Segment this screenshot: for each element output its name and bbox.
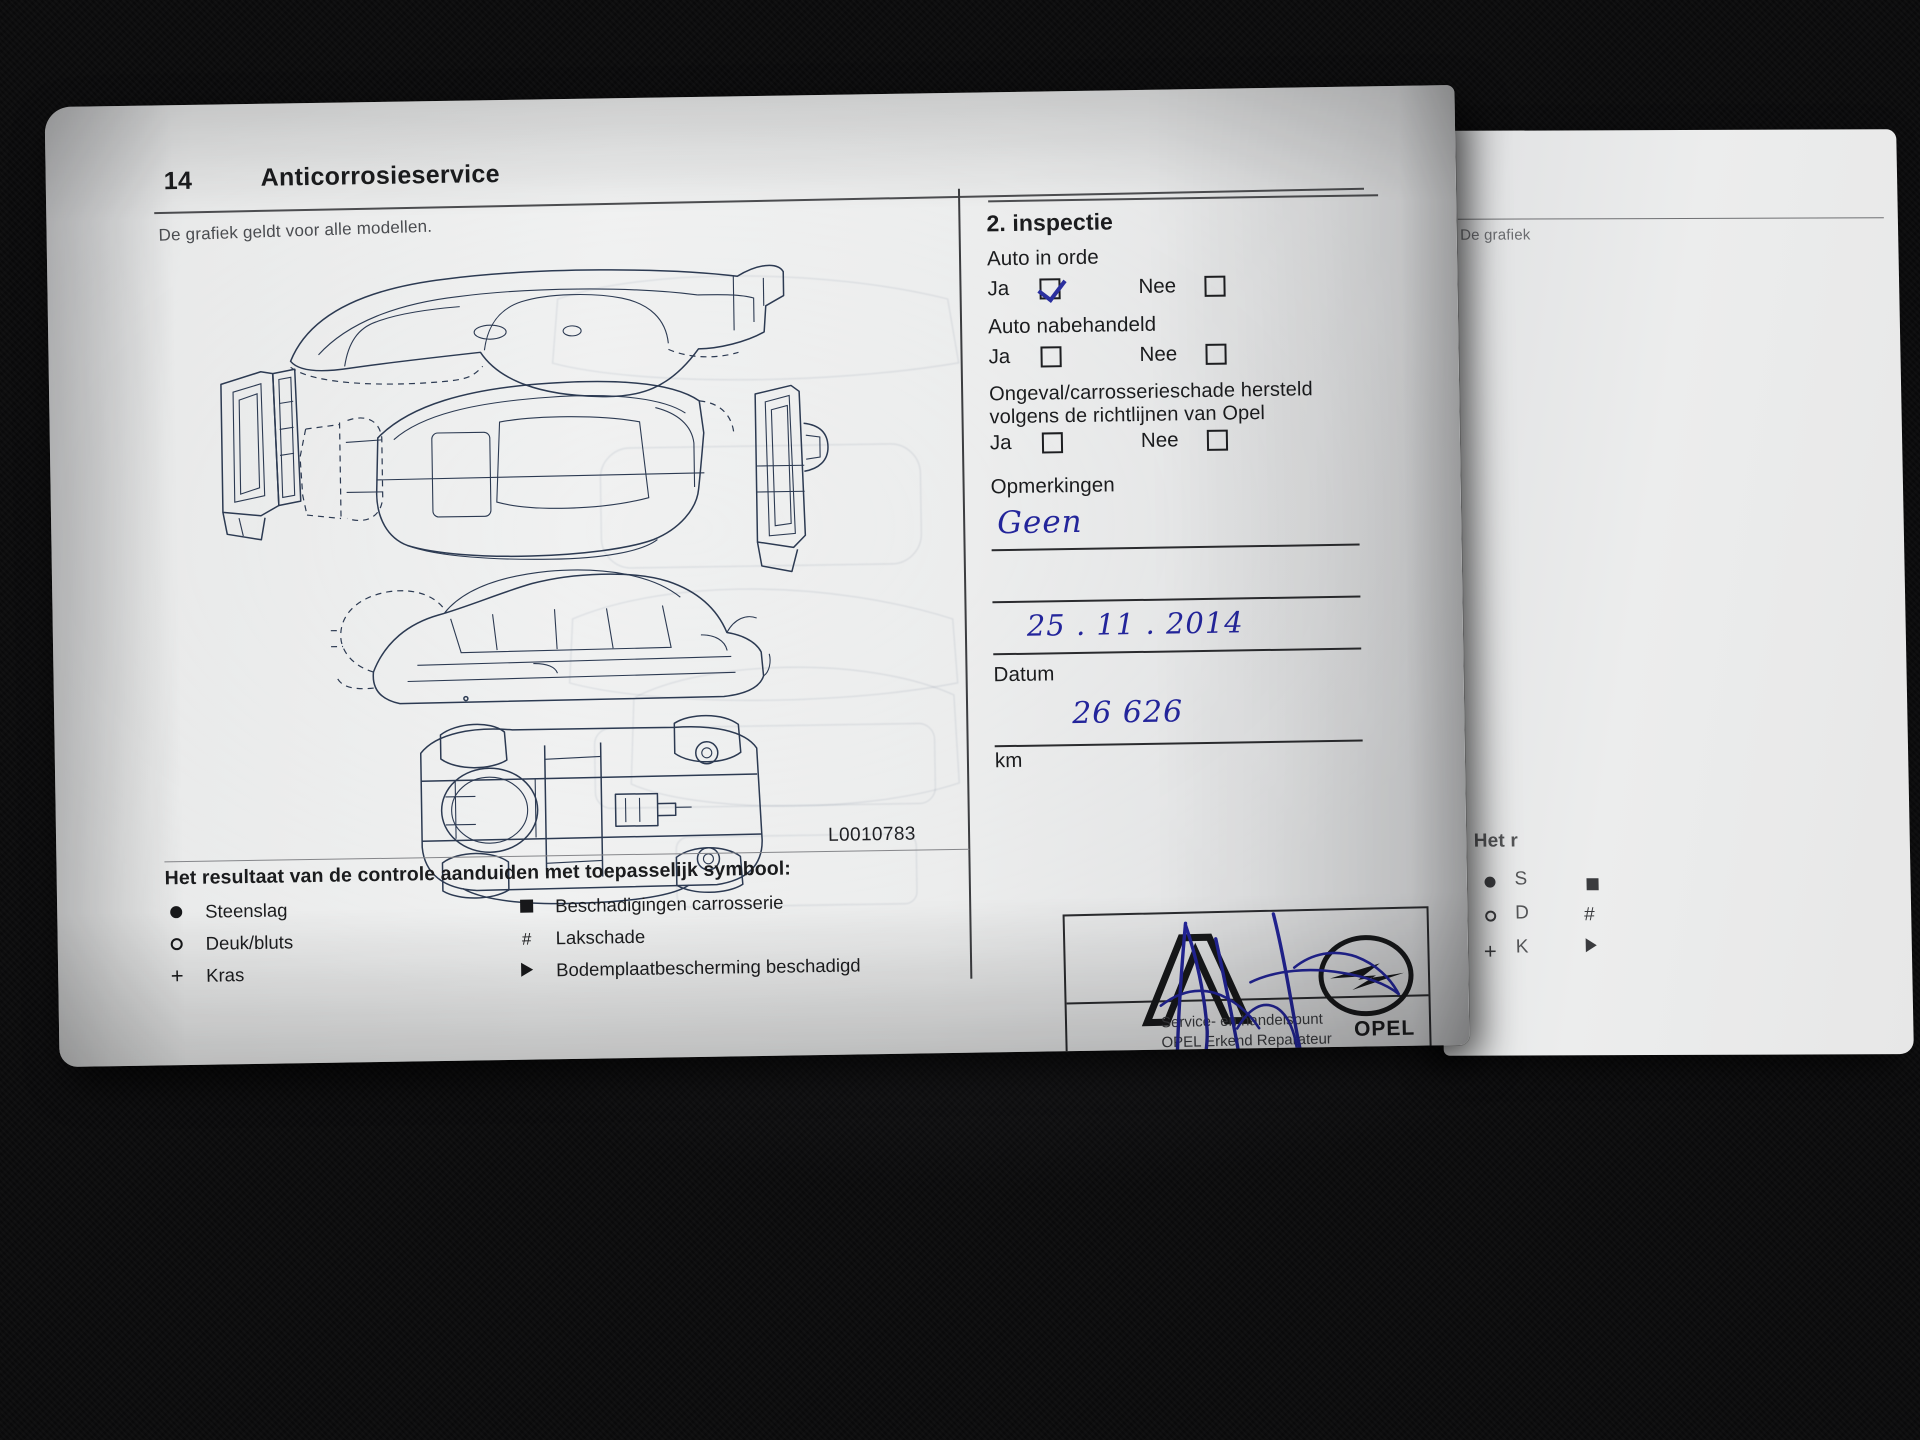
diagram-bumper <box>754 384 829 573</box>
inspection-form: 2. inspectie Auto in orde Ja Nee Auto na… <box>986 182 1415 774</box>
stamp-subline-2: OPEL Erkend Reparateur <box>1161 1030 1333 1052</box>
legend-label: Steenslag <box>205 899 288 922</box>
page-number: 14 <box>163 166 193 196</box>
yes-label: Ja <box>987 277 1010 301</box>
triangle-right-icon <box>516 962 538 979</box>
legend-block: Het resultaat van de controle aanduiden … <box>165 855 967 989</box>
next-page-bullet-open <box>1485 910 1497 922</box>
answer-row-ongeval: Ja Nee <box>990 425 1410 456</box>
opel-wordmark: OPEL <box>1353 1016 1416 1041</box>
legend-item-kras: + Kras <box>166 960 516 989</box>
question-label-auto-nabehandeld: Auto nabehandeld <box>987 312 1157 339</box>
yes-label: Ja <box>989 430 1012 455</box>
km-handwritten-value[interactable]: 26 626 <box>1071 694 1184 732</box>
legend-item-beschadigingen: Beschadigingen carrosserie <box>515 890 860 917</box>
page-title: Anticorrosieservice <box>260 159 501 192</box>
next-page-bullet-filled <box>1484 876 1496 888</box>
opel-blitz-logo <box>1318 935 1414 1017</box>
next-page-legend-1: D <box>1514 902 1530 924</box>
next-page-legend-2: K <box>1515 936 1529 958</box>
no-label: Nee <box>1139 342 1178 366</box>
vehicle-diagrams <box>197 233 946 905</box>
checkbox-auto-in-orde-ja[interactable] <box>1039 277 1061 300</box>
next-page-bullet-plus: + <box>1483 938 1497 964</box>
answer-row-auto-in-orde: Ja Nee <box>987 271 1407 302</box>
km-line <box>994 739 1363 748</box>
legend-item-bodemplaat: Bodemplaatbescherming beschadigd <box>516 954 861 981</box>
drawing-code: L0010783 <box>827 823 916 846</box>
next-page: De grafiek Het r S D K + # <box>1426 129 1914 1056</box>
next-page-triangle <box>1585 938 1597 953</box>
checkbox-ongeval-ja[interactable] <box>1041 431 1064 454</box>
legend-column-left: Steenslag Deuk/bluts + Kras <box>165 896 516 989</box>
checkbox-ongeval-nee[interactable] <box>1206 429 1229 451</box>
legend-item-steenslag: Steenslag <box>165 896 515 923</box>
diagram-car-top-view <box>299 380 735 560</box>
legend-item-lakschade: # Lakschade <box>515 922 860 949</box>
checkbox-auto-nabehandeld-ja[interactable] <box>1040 345 1062 368</box>
filled-square-icon <box>515 898 537 915</box>
next-page-hash: # <box>1583 904 1595 926</box>
next-page-legend-title: Het r <box>1473 830 1519 852</box>
remarks-handwritten-value[interactable]: Geen <box>996 503 1083 542</box>
answer-row-auto-nabehandeld: Ja Nee <box>988 339 1408 370</box>
next-page-subtitle: De grafiek <box>1459 226 1531 244</box>
diagram-car-side-view <box>330 569 771 705</box>
open-circle-icon <box>166 935 188 952</box>
plus-icon: + <box>170 963 184 989</box>
remarks-line-2 <box>992 595 1361 604</box>
legend-column-right: Beschadigingen carrosserie # Lakschade B… <box>515 890 861 981</box>
legend-item-deuk-bluts: Deuk/bluts <box>166 928 516 955</box>
date-handwritten-value[interactable]: 25 . 11 . 2014 <box>1026 605 1244 643</box>
diagram-underbody-plan <box>419 714 763 905</box>
legend-label: Bodemplaatbescherming beschadigd <box>555 954 861 981</box>
date-line <box>993 647 1362 656</box>
question-label-auto-in-orde: Auto in orde <box>986 245 1099 271</box>
legend-label: Kras <box>206 964 245 986</box>
dealer-stamp: OPEL Service- en handelspunt OPEL Erkend… <box>1062 906 1434 1068</box>
diagram-door-panel <box>220 368 302 541</box>
no-label: Nee <box>1140 428 1179 452</box>
form-heading: 2. inspectie <box>986 208 1114 237</box>
checkbox-auto-nabehandeld-nee[interactable] <box>1205 343 1227 365</box>
legend-label: Deuk/bluts <box>205 931 294 954</box>
next-page-square <box>1586 878 1599 891</box>
hash-icon: # <box>521 929 532 949</box>
no-label: Nee <box>1138 274 1177 298</box>
filled-circle-icon <box>165 903 187 920</box>
remarks-line-1 <box>991 543 1360 552</box>
yes-label: Ja <box>988 344 1011 369</box>
stamp-subline-1: Service- en handelspunt <box>1160 1010 1323 1032</box>
diagram-underbody-top <box>289 264 785 398</box>
stamp-brand-name: AutoTeam <box>1084 1053 1227 1067</box>
legend-label: Lakschade <box>555 925 646 949</box>
manual-page: 14 Anticorrosieservice De grafiek geldt … <box>44 84 1470 1068</box>
next-page-legend-0: S <box>1514 868 1528 890</box>
legend-label: Beschadigingen carrosserie <box>554 891 784 917</box>
checkbox-auto-in-orde-nee[interactable] <box>1204 275 1226 297</box>
